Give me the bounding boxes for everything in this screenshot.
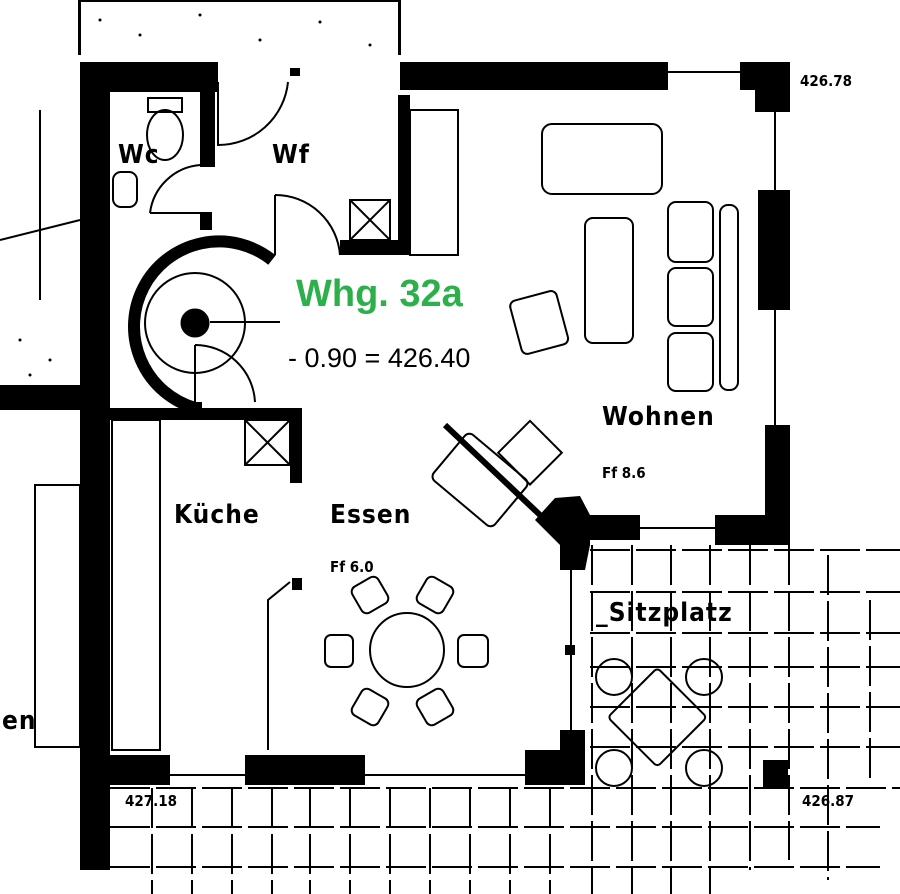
room-label-wf: Wf bbox=[272, 140, 310, 170]
area-label-wohnen: Ff 8.6 bbox=[602, 464, 646, 482]
walls bbox=[0, 62, 790, 870]
room-label-essen: Essen bbox=[330, 500, 412, 530]
area-label-essen: Ff 6.0 bbox=[330, 558, 374, 576]
elevation-bottom-left: 427.18 bbox=[125, 792, 178, 810]
apartment-label: Whg. 32a bbox=[296, 273, 463, 315]
room-label-wc: Wc bbox=[118, 140, 160, 170]
room-label-neighbor: en bbox=[2, 706, 37, 736]
elevation-bottom-right: 426.87 bbox=[802, 792, 855, 810]
fixtures bbox=[0, 71, 776, 787]
spiral-stair bbox=[128, 235, 280, 414]
patio-tiles bbox=[110, 545, 900, 894]
room-label-kueche: Küche bbox=[174, 500, 260, 530]
room-label-sitzplatz: _Sitzplatz bbox=[596, 598, 733, 628]
gravel-area bbox=[18, 0, 401, 377]
elevation-top-right: 426.78 bbox=[800, 72, 853, 90]
room-label-wohnen: Wohnen bbox=[602, 402, 715, 432]
level-note: - 0.90 = 426.40 bbox=[288, 343, 471, 373]
